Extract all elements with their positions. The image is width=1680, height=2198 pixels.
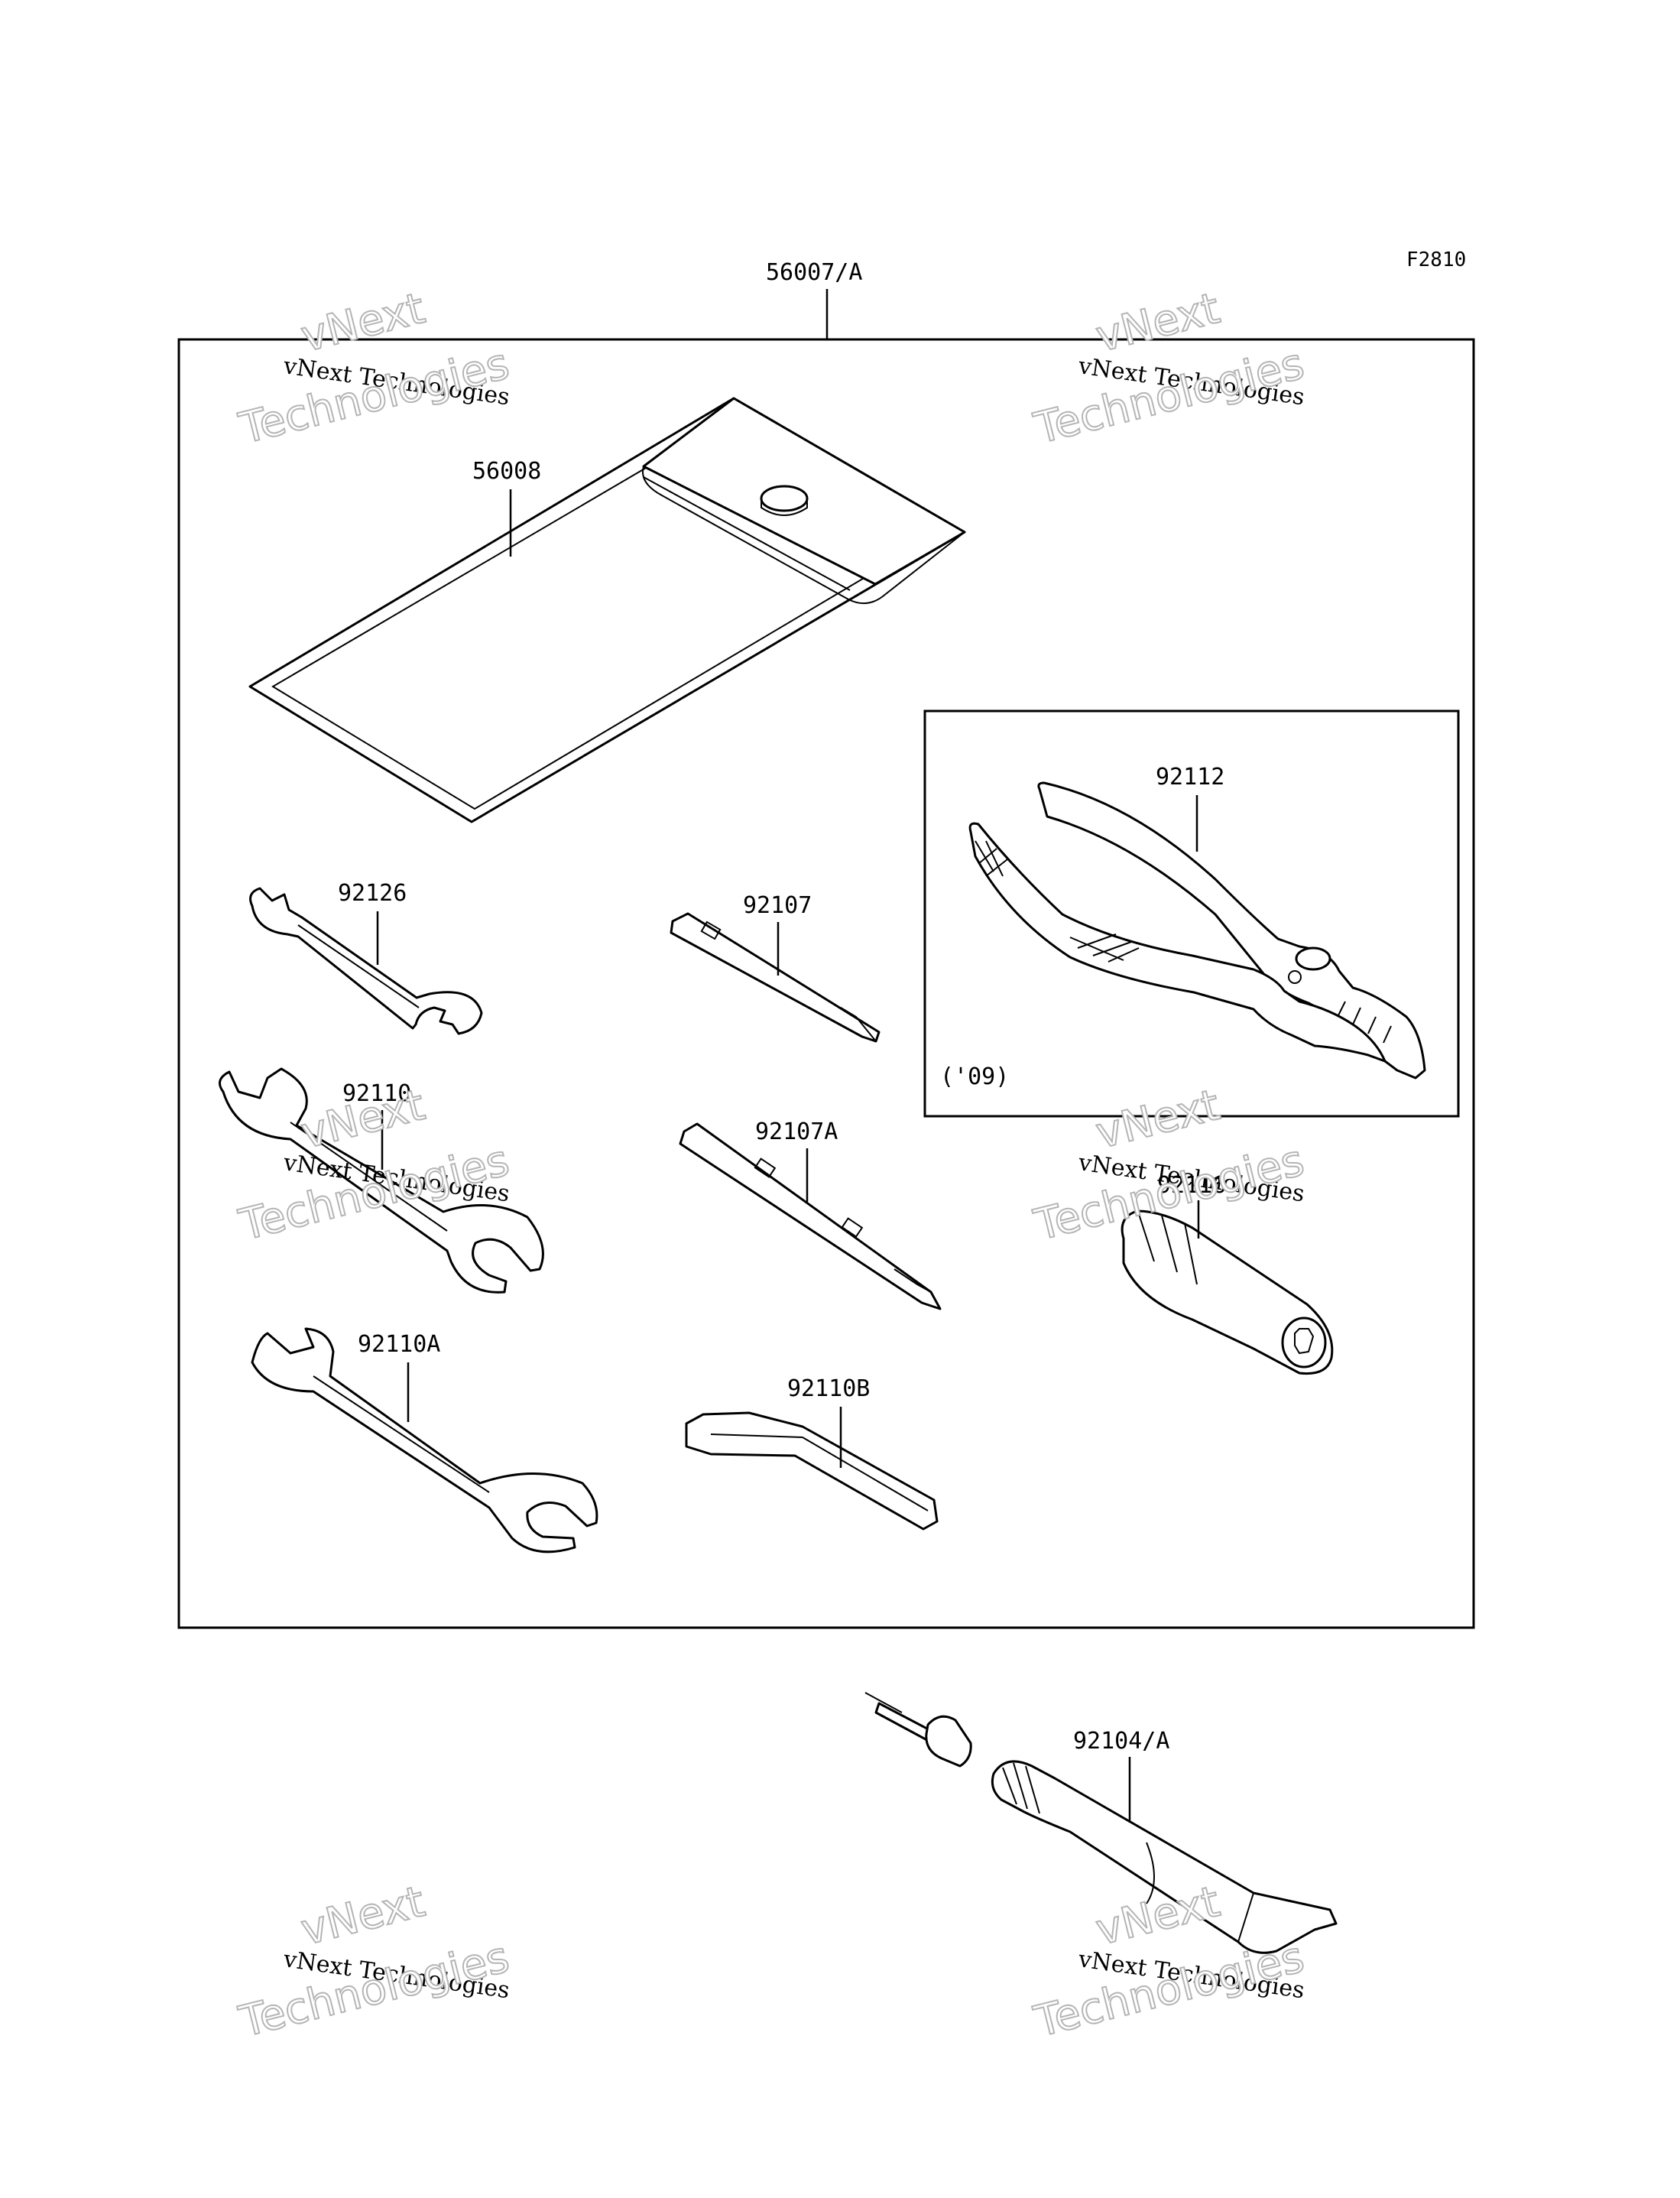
hex-wrench xyxy=(685,1411,939,1531)
watermark-top-right: vNext vNext Technologies Technologies xyxy=(1029,283,1310,455)
label-grease-tube: 92104/A xyxy=(1073,1728,1169,1755)
svg-text:vNext: vNext xyxy=(297,284,430,362)
label-screwdriver-bit: 92107 xyxy=(743,892,812,919)
wrench-small xyxy=(249,887,483,1035)
screwdriver-bit-b xyxy=(679,1122,942,1310)
pliers-year-note: ('09) xyxy=(940,1063,1009,1090)
label-tool-bag: 56008 xyxy=(472,458,541,485)
handle xyxy=(1121,1209,1334,1375)
svg-text:Technologies: Technologies xyxy=(1030,339,1309,453)
wrench-large xyxy=(251,1327,598,1554)
figure-code: F2810 xyxy=(1406,248,1466,271)
svg-text:vNext: vNext xyxy=(297,1877,430,1956)
watermark-bottom-left: vNext vNext Technologies Technologies xyxy=(234,1876,515,2048)
watermark-top-left: vNext vNext Technologies Technologies xyxy=(234,283,515,455)
tool-kit-frame xyxy=(177,338,1475,1629)
label-wrench-large: 92110A xyxy=(358,1331,440,1358)
svg-text:Technologies: Technologies xyxy=(1030,1932,1309,2047)
pliers xyxy=(968,781,1426,1080)
label-screwdriver-bit-b: 92107A xyxy=(755,1118,838,1145)
grease-tube xyxy=(864,1692,1338,1954)
pliers-frame xyxy=(923,709,1460,1118)
label-hex-wrench: 92110B xyxy=(787,1375,870,1402)
screwdriver-bit xyxy=(670,912,881,1043)
tool-bag xyxy=(248,397,966,823)
svg-text:Technologies: Technologies xyxy=(235,339,514,453)
label-wrench-medium: 92110 xyxy=(342,1080,411,1107)
label-pliers: 92112 xyxy=(1156,764,1224,791)
svg-text:vNext: vNext xyxy=(1091,284,1224,362)
label-tool-kit: 56007/A xyxy=(766,259,862,286)
wrench-medium xyxy=(219,1067,544,1294)
label-handle: 92116 xyxy=(1157,1172,1226,1199)
label-wrench-small: 92126 xyxy=(338,880,407,907)
svg-text:Technologies: Technologies xyxy=(235,1932,514,2047)
svg-text:vNext: vNext xyxy=(1091,1080,1224,1159)
